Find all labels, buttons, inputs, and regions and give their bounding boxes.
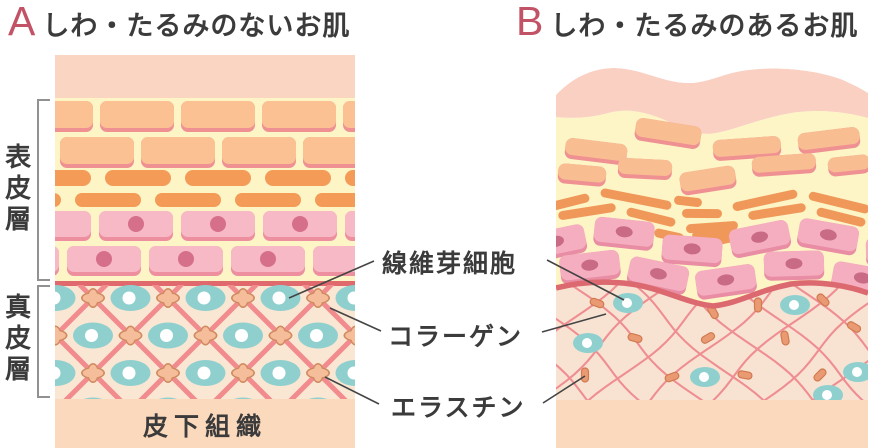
diagram-b-wrinkled xyxy=(556,68,868,448)
subcutaneous-band-b xyxy=(556,400,868,448)
stratum-corneum-a xyxy=(55,55,355,98)
diagram-a-title-text: しわ・たるみのないお肌 xyxy=(42,11,351,41)
elastin-fragment xyxy=(580,367,590,383)
dermis-layer-label: 真皮層 xyxy=(1,293,32,386)
collagen-lattice-a xyxy=(55,285,355,399)
fibroblast-cell xyxy=(780,295,810,315)
collagen-label: コラーゲン xyxy=(388,323,524,351)
collagen-leader-right xyxy=(541,313,607,333)
basement-membrane-a xyxy=(55,281,355,286)
elastin-leader-right xyxy=(542,375,586,404)
collagen-leader-left xyxy=(329,307,382,332)
diagram-a-title: A しわ・たるみのないお肌 xyxy=(8,1,350,43)
basement-membrane-b xyxy=(556,279,868,309)
elastin-leader-left xyxy=(324,376,380,405)
diagram-a-letter: A xyxy=(8,0,36,44)
fibroblast-label: 線維芽細胞 xyxy=(382,250,518,278)
stratum-corneum-b xyxy=(556,68,868,134)
fibroblast-cell xyxy=(573,333,603,353)
epidermis-layer-label: 表皮層 xyxy=(1,143,32,236)
diagram-b-letter: B xyxy=(516,0,544,44)
fibroblast-cell xyxy=(843,362,868,382)
fibroblast-leader-right xyxy=(546,259,625,301)
epidermis-bracket xyxy=(37,99,50,281)
subcutaneous-tissue-label: 皮下組織 xyxy=(142,413,267,441)
diagram-a-no-wrinkles xyxy=(55,55,355,448)
dermis-bracket xyxy=(37,285,50,398)
fibroblast-cell xyxy=(690,367,720,387)
elastin-fragment xyxy=(753,297,763,313)
diagram-b-title: B しわ・たるみのあるお肌 xyxy=(516,1,858,43)
fibroblast-leader-left xyxy=(288,260,375,299)
elastin-label: エラスチン xyxy=(391,394,526,422)
subcutaneous-band-a xyxy=(55,399,355,448)
diagram-b-title-text: しわ・たるみのあるお肌 xyxy=(550,11,859,41)
